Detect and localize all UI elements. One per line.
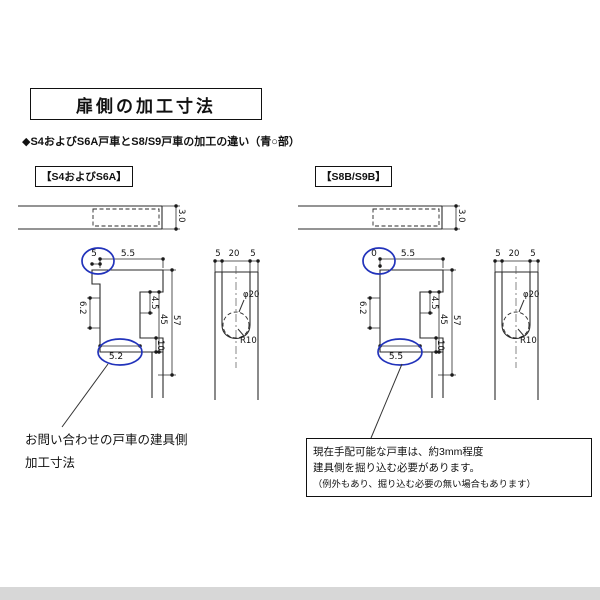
s8b-s9b-drawing: 3.0 5.5 0 6.2 4.5 45 57 10 5.5 5 20 5 φ2… — [298, 204, 540, 439]
roller-hidden-circle-right — [502, 311, 530, 339]
rail-hidden-rect-left — [92, 208, 160, 227]
s4-s6a-drawing: 3.0 5.5 5 6.2 4.5 45 57 10 5.2 5 20 5 φ2… — [18, 204, 260, 428]
dim-left-depth: 6.2 — [77, 301, 87, 315]
dim-hole-dia: φ20 — [523, 290, 539, 300]
blue-circle-bottom-right-panel — [377, 338, 423, 366]
dim-tab-width: 5 — [91, 249, 97, 259]
dim-total-height: 57 — [171, 315, 181, 326]
panel-label-s4-s6a: 【S4およびS6A】 — [35, 166, 133, 187]
callout-right-line1: 現在手配可能な戸車は、約3mm程度 — [313, 446, 484, 458]
blue-circle-bottom-left-panel — [97, 338, 143, 366]
profile-outline-left — [91, 269, 164, 398]
page-title: 扉側の加工寸法 — [76, 96, 216, 116]
callout-left: お問い合わせの戸車の建具側 加工寸法 — [25, 429, 188, 474]
dim-top-width: 5.5 — [401, 249, 415, 259]
profile-outline-right — [379, 269, 444, 398]
roller-hidden-circle-left — [222, 311, 250, 339]
hole-dia-leader-right — [518, 299, 525, 313]
dim-top-width: 5.5 — [121, 249, 135, 259]
dim-slot-width: 20 — [509, 249, 520, 259]
callout-left-line2: 加工寸法 — [25, 455, 76, 470]
channel-view-right — [494, 271, 539, 400]
rail-view-right — [298, 205, 443, 230]
dim-end-radius: R10 — [240, 336, 257, 346]
blue-circle-top-left-panel — [81, 247, 115, 275]
dim-slot-left: 5 — [495, 249, 500, 259]
callout-right-line3: （例外もあり、掘り込む必要の無い場合もあります） — [313, 478, 536, 489]
dim-groove-depth: 5.2 — [109, 352, 123, 362]
callout-right-line2: 建具側を掘り込む必要があります。 — [313, 462, 480, 475]
dim-dots-left — [88, 204, 260, 377]
dim-rail-thickness: 3.0 — [456, 209, 466, 223]
rail-hidden-rect-right — [372, 208, 440, 227]
dim-tab-width: 0 — [371, 249, 377, 259]
radius-leader-right — [517, 328, 525, 337]
subtitle: ◆S4およびS6A戸車とS8/S9戸車の加工の違い（青○部） — [22, 136, 300, 148]
dim-total-height: 57 — [451, 315, 461, 326]
channel-dim-lines-left — [214, 260, 259, 272]
page-bottom-edge — [0, 587, 600, 600]
blue-circle-top-right-panel — [362, 247, 396, 275]
dim-end-radius: R10 — [520, 336, 537, 346]
callout-leader-right — [370, 363, 403, 439]
radius-leader-left — [237, 328, 245, 337]
dim-bottom-step: 10 — [155, 340, 165, 351]
hole-dia-leader-left — [238, 299, 245, 313]
dim-hole-dia: φ20 — [243, 290, 259, 300]
panel-label-s8b-s9b: 【S8B/S9B】 — [315, 166, 392, 187]
dim-body-height: 45 — [158, 314, 168, 325]
channel-view-left — [214, 271, 259, 400]
dim-left-depth: 6.2 — [357, 301, 367, 315]
dim-slot-width: 20 — [229, 249, 240, 259]
dim-slot-right: 5 — [530, 249, 535, 259]
dim-step-height: 4.5 — [149, 296, 159, 310]
dim-slot-right: 5 — [250, 249, 255, 259]
channel-dim-lines-right — [494, 260, 539, 272]
dim-body-height: 45 — [438, 314, 448, 325]
page-title-box: 扉側の加工寸法 — [30, 88, 262, 120]
callout-left-line1: お問い合わせの戸車の建具側 — [25, 433, 188, 447]
callout-leader-left — [61, 363, 109, 428]
dim-groove-depth: 5.5 — [389, 352, 403, 362]
dim-bottom-step: 10 — [435, 340, 445, 351]
callout-right-box: 現在手配可能な戸車は、約3mm程度 建具側を掘り込む必要があります。 （例外もあ… — [306, 438, 592, 497]
dim-dots-right — [368, 204, 540, 377]
dim-slot-left: 5 — [215, 249, 220, 259]
dim-rail-thickness: 3.0 — [176, 209, 186, 223]
profile-dim-lines-right — [367, 258, 456, 376]
rail-view-left — [18, 205, 163, 230]
dim-step-height: 4.5 — [429, 296, 439, 310]
